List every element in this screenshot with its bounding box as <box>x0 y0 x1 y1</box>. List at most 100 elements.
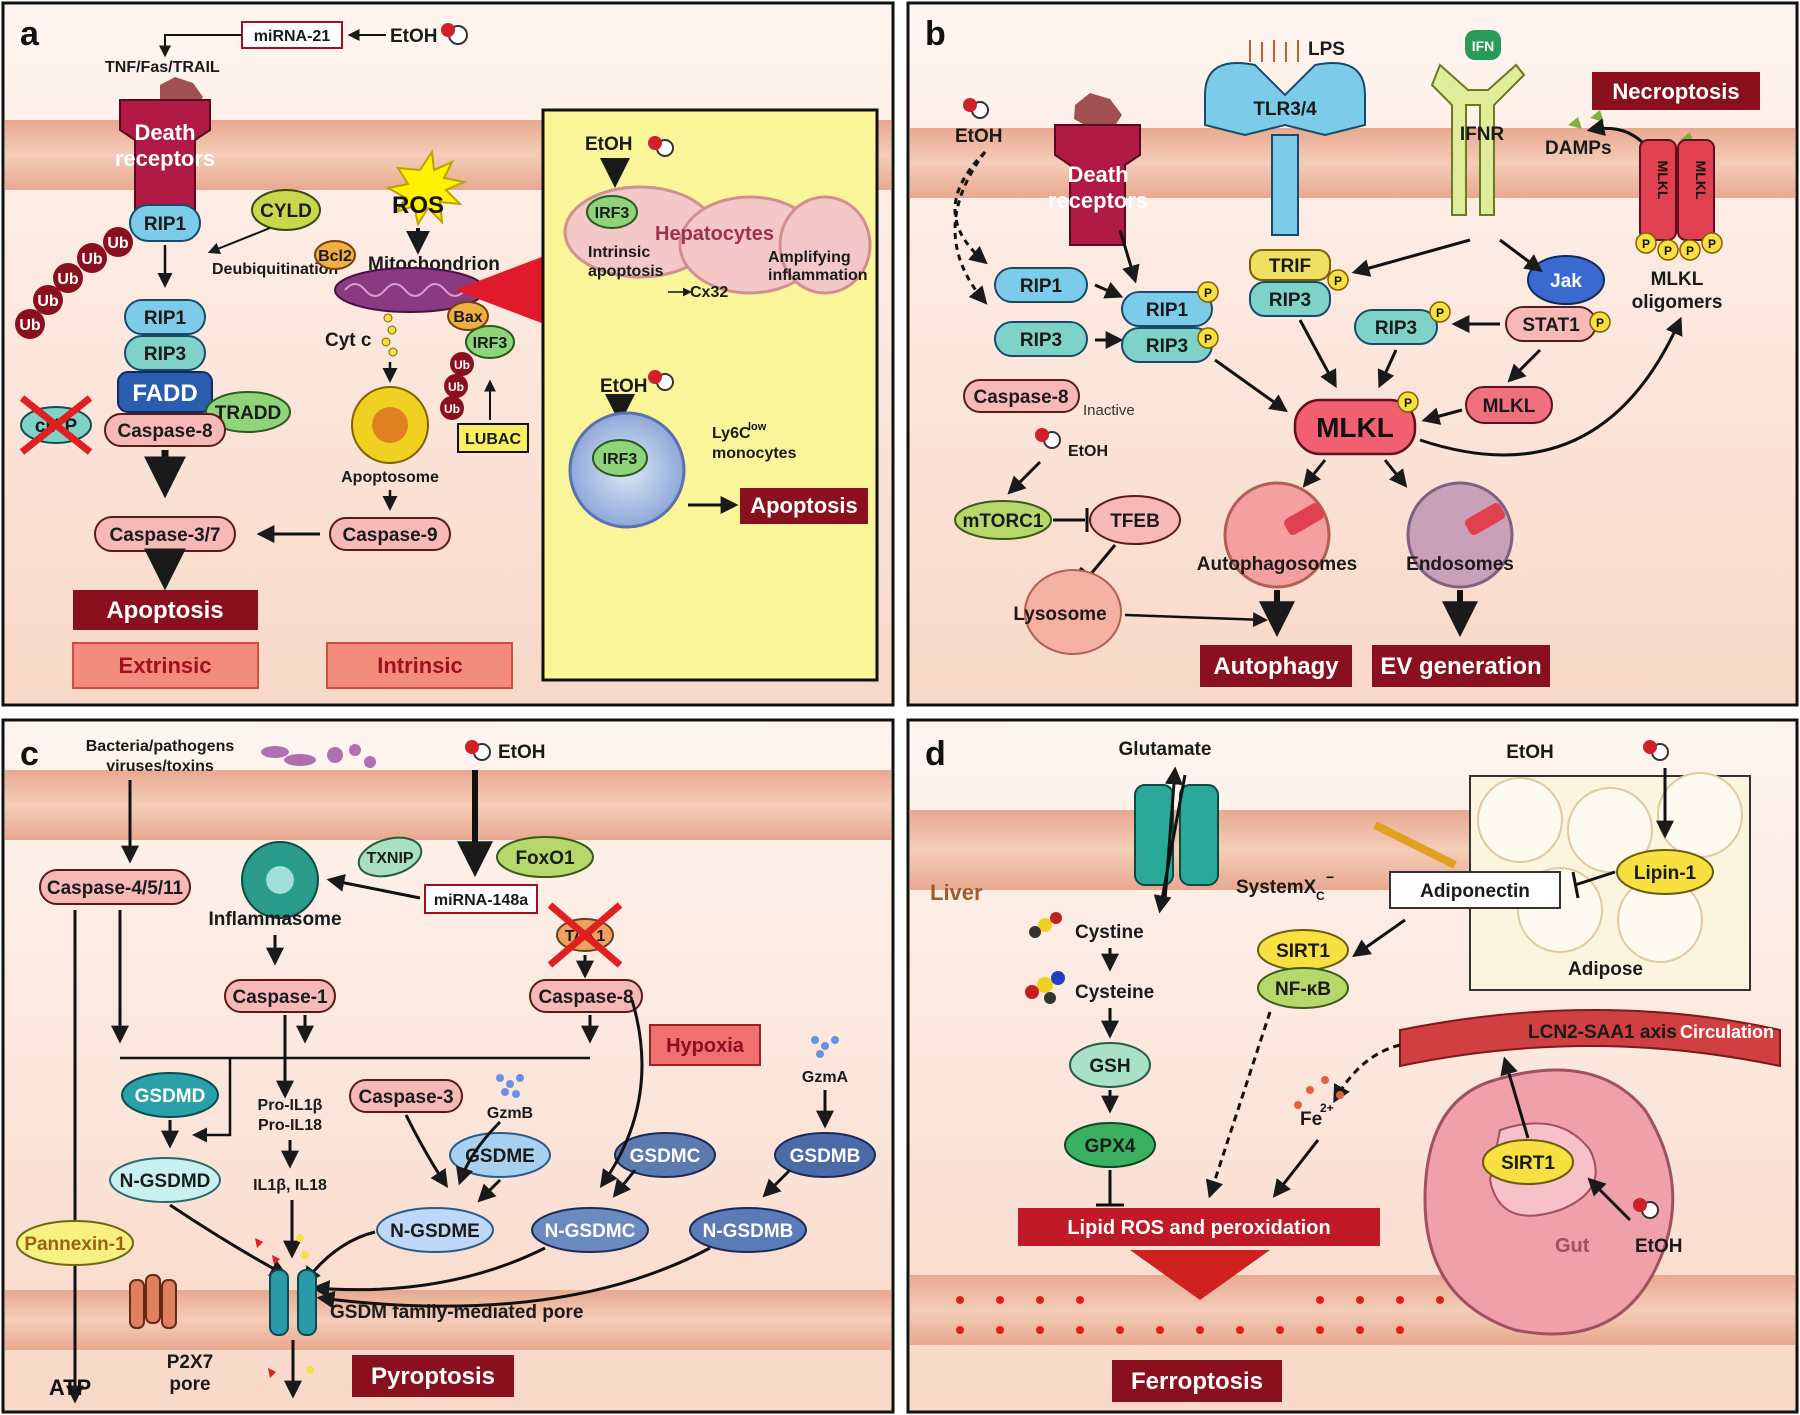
lipid-bilayer-dots <box>956 1296 1444 1334</box>
gsdmb: GSDMB <box>790 1146 861 1167</box>
inflammasome: Inflammasome <box>208 909 341 930</box>
p2x7-1: P2X7 <box>167 1352 213 1373</box>
death-receptors-label-2: receptors <box>115 146 215 171</box>
ifnr: IFNR <box>1460 124 1505 145</box>
ly6c-low: low <box>748 421 767 433</box>
ub-4: Ub <box>37 293 59 310</box>
systemxc-sub: C <box>1316 889 1325 903</box>
inset-etoh-2: EtOH <box>600 376 648 397</box>
tlr3-4: TLR3/4 <box>1253 99 1317 120</box>
mlkl-oligomer-1: MLKL <box>1655 161 1671 200</box>
amplifying-1: Amplifying <box>768 249 851 266</box>
bax: Bax <box>453 309 482 326</box>
systemxc-sup: − <box>1326 869 1334 885</box>
rip3-b-right: RIP3 <box>1375 318 1417 339</box>
mlkl-center: MLKL <box>1316 412 1394 443</box>
gsdm-pore-icon <box>269 1269 317 1336</box>
etoh-c: EtOH <box>498 742 546 763</box>
p-trif: P <box>1334 274 1342 288</box>
ub-2: Ub <box>81 251 103 268</box>
stat1: STAT1 <box>1522 315 1580 336</box>
rip3-complex: RIP3 <box>144 344 186 365</box>
apoptosome-icon <box>351 386 429 464</box>
p-olig-2: P <box>1664 244 1672 258</box>
lipid-ros: Lipid ROS and peroxidation <box>1067 1217 1330 1239</box>
ub-bax-3: Ub <box>444 402 460 416</box>
etoh-a: EtOH <box>390 26 438 47</box>
hepatocytes-label: Hepatocytes <box>655 223 774 245</box>
gsdme: GSDME <box>465 1146 535 1167</box>
tak1-inhibited-cross-icon <box>547 902 623 968</box>
gzma: GzmA <box>802 1069 849 1086</box>
amplifying-2: inflammation <box>768 267 868 284</box>
rip3-b-center: RIP3 <box>1146 336 1188 357</box>
caspase-3-c: Caspase-3 <box>358 1087 453 1108</box>
panel-c: c Bacteria/pathogens viruses/toxins EtOH… <box>1 718 895 1414</box>
irf3-a: IRF3 <box>473 335 508 352</box>
panel-letter-c: c <box>20 735 39 773</box>
inset-etoh: EtOH <box>585 134 633 155</box>
bcl2: Bcl2 <box>318 248 352 265</box>
lcn2-saa1: LCN2-SAA1 axis <box>1528 1022 1677 1043</box>
tlr-receptor-icon <box>1204 62 1366 137</box>
cysteine-molecule-icon <box>1025 971 1065 1004</box>
necroptosis: Necroptosis <box>1612 79 1739 104</box>
p-mlkl: P <box>1404 396 1412 410</box>
monocytes-label: monocytes <box>712 445 797 462</box>
damps: DAMPs <box>1545 138 1612 159</box>
ub-1: Ub <box>107 235 129 252</box>
rip1-b-center: RIP1 <box>1146 300 1189 321</box>
endosomes: Endosomes <box>1406 554 1514 575</box>
ifnr-receptor-icon <box>1430 63 1526 216</box>
gsdmc: GSDMC <box>630 1146 701 1167</box>
mlkl-oligomer-2: MLKL <box>1693 161 1709 200</box>
cysteine: Cysteine <box>1075 982 1154 1003</box>
il1b-il18: IL1β, IL18 <box>253 1177 327 1194</box>
panel-d: d Glutamate SystemX C − Liver Cystine Cy… <box>906 718 1799 1414</box>
nf-kb: NF-κB <box>1275 979 1331 1000</box>
cx32: Cx32 <box>690 284 728 301</box>
panel-letter-d: d <box>925 735 946 773</box>
intrinsic: Intrinsic <box>377 653 463 678</box>
lysosome: Lysosome <box>1013 604 1106 625</box>
liver-label: Liver <box>930 880 983 905</box>
death-receptors-b-2: receptors <box>1048 188 1148 213</box>
mirna-148a: miRNA-148a <box>434 892 528 909</box>
ubiquitin-chain: Ub Ub Ub Ub Ub <box>15 227 133 339</box>
ub-3: Ub <box>57 271 79 288</box>
trif: TRIF <box>1269 256 1311 277</box>
caspase-8-a: Caspase-8 <box>117 421 212 442</box>
caspase-3-7: Caspase-3/7 <box>110 525 221 546</box>
ferroptosis: Ferroptosis <box>1131 1368 1263 1395</box>
deubiquitination: Deubiquitination <box>212 261 338 278</box>
tfeb: TFEB <box>1110 511 1160 532</box>
hypoxia: Hypoxia <box>666 1035 745 1057</box>
caspase-8-b: Caspase-8 <box>973 387 1068 408</box>
pro-il1b: Pro-IL1β <box>258 1097 323 1114</box>
fe-sup: 2+ <box>1320 1101 1334 1115</box>
atp: ATP <box>49 1375 91 1400</box>
rip3-b-left: RIP3 <box>1020 330 1062 351</box>
down-arrow-icon <box>1130 1250 1270 1300</box>
rip3-trif: RIP3 <box>1269 290 1311 311</box>
lps-icon <box>1249 40 1299 62</box>
pannexin-1: Pannexin-1 <box>24 1234 126 1255</box>
mlkl-oligomers-1: MLKL <box>1651 269 1704 290</box>
membrane-c-top <box>5 770 891 840</box>
inset-intrinsic-1: Intrinsic <box>588 244 650 261</box>
jak: Jak <box>1550 271 1582 292</box>
gsdm-pore-label: GSDM family-mediated pore <box>330 1302 583 1323</box>
fadd: FADD <box>132 380 197 407</box>
ev-generation: EV generation <box>1380 653 1541 680</box>
circulation: Circulation <box>1680 1022 1774 1042</box>
systemxc: SystemX <box>1236 877 1317 898</box>
adipose-tissue-icon <box>1469 772 1751 991</box>
n-gsdmb: N-GSDMB <box>703 1221 794 1242</box>
p-olig-1: P <box>1642 237 1650 251</box>
monocyte-irf3: IRF3 <box>603 451 638 468</box>
apoptosome: Apoptosome <box>341 469 439 486</box>
bacteria-1: Bacteria/pathogens <box>86 738 235 755</box>
lysosome-icon <box>1024 569 1122 655</box>
membrane-d-bottom <box>910 1275 1795 1345</box>
cystine-molecule-icon <box>1029 912 1062 938</box>
